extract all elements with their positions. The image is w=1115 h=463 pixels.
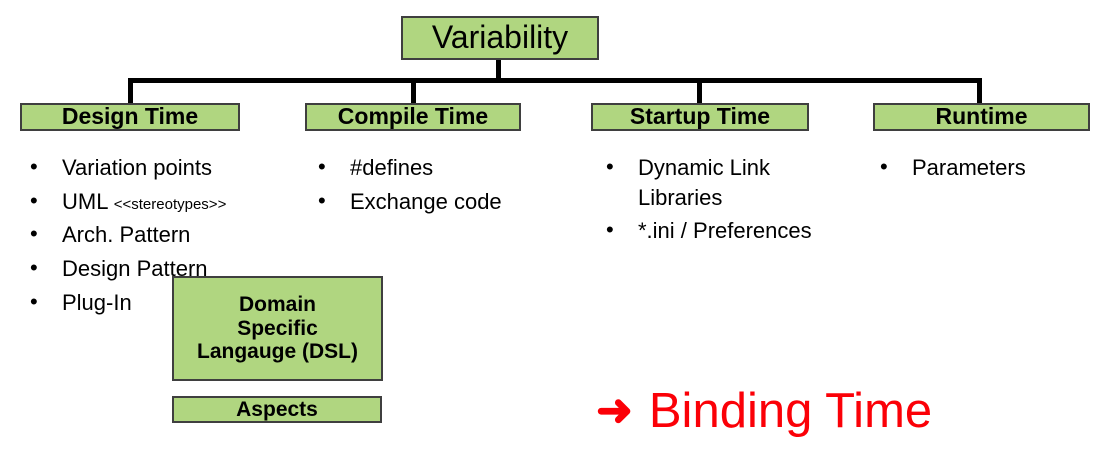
list-item: Variation points [22,152,302,183]
node-runtime-label: Runtime [935,103,1028,130]
node-startup-time: Startup Time [591,103,809,131]
node-design-time-label: Design Time [61,103,199,130]
bullet-list-runtime: Parameters [872,152,1102,187]
dsl-box-line-3: Langauge (DSL) [197,340,358,364]
node-variability: Variability [401,16,599,60]
list-item: Dynamic Link Libraries [598,152,853,212]
binding-time-callout: ➜ Binding Time [596,383,932,439]
list-item-text: Plug-In [62,289,132,315]
node-startup-time-label: Startup Time [629,103,771,130]
node-variability-label: Variability [431,19,569,56]
list-item-text: *.ini / Preferences [638,218,812,244]
list-item: #defines [310,152,580,183]
node-compile-time-label: Compile Time [337,103,489,130]
bullet-list-design-time: Variation points UML <<stereotypes>> Arc… [22,152,302,321]
bullet-list-startup-time: Dynamic Link Libraries *.ini / Preferenc… [598,152,853,250]
node-compile-time: Compile Time [305,103,521,131]
list-item-stereotype: <<stereotypes>> [113,195,227,213]
node-design-time: Design Time [20,103,240,131]
aspects-box-label: Aspects [236,397,318,421]
bullet-list-compile-time: #defines Exchange code [310,152,580,220]
list-item: Arch. Pattern [22,219,302,250]
dsl-box-line-2: Specific [237,316,318,340]
node-runtime: Runtime [873,103,1090,131]
connector-root-stem [496,60,501,82]
list-item-text: Dynamic Link Libraries [638,155,771,210]
list-item: *.ini / Preferences [598,215,853,246]
list-item-text: Parameters [912,155,1026,180]
connector-drop-compile-time [411,78,416,105]
aspects-box: Aspects [172,396,382,423]
binding-time-label: Binding Time [648,384,933,438]
connector-drop-runtime [977,78,982,105]
list-item: Parameters [872,152,1102,183]
list-item-text: #defines [350,155,434,180]
list-item-text: Arch. Pattern [62,222,191,248]
dsl-box-line-1: Domain [238,293,316,317]
list-item-text: UML [62,188,114,214]
list-item: Exchange code [310,186,580,217]
list-item-text: Exchange code [350,188,502,214]
dsl-box: Domain Specific Langauge (DSL) [172,276,383,381]
list-item-text: Variation points [62,155,213,180]
connector-horizontal-bus [128,78,981,83]
connector-drop-design-time [128,78,133,105]
right-arrow-icon: ➜ [596,386,633,435]
connector-drop-startup-time [697,78,702,105]
list-item: UML <<stereotypes>> [22,186,302,217]
list-item: Plug-In [22,287,302,318]
